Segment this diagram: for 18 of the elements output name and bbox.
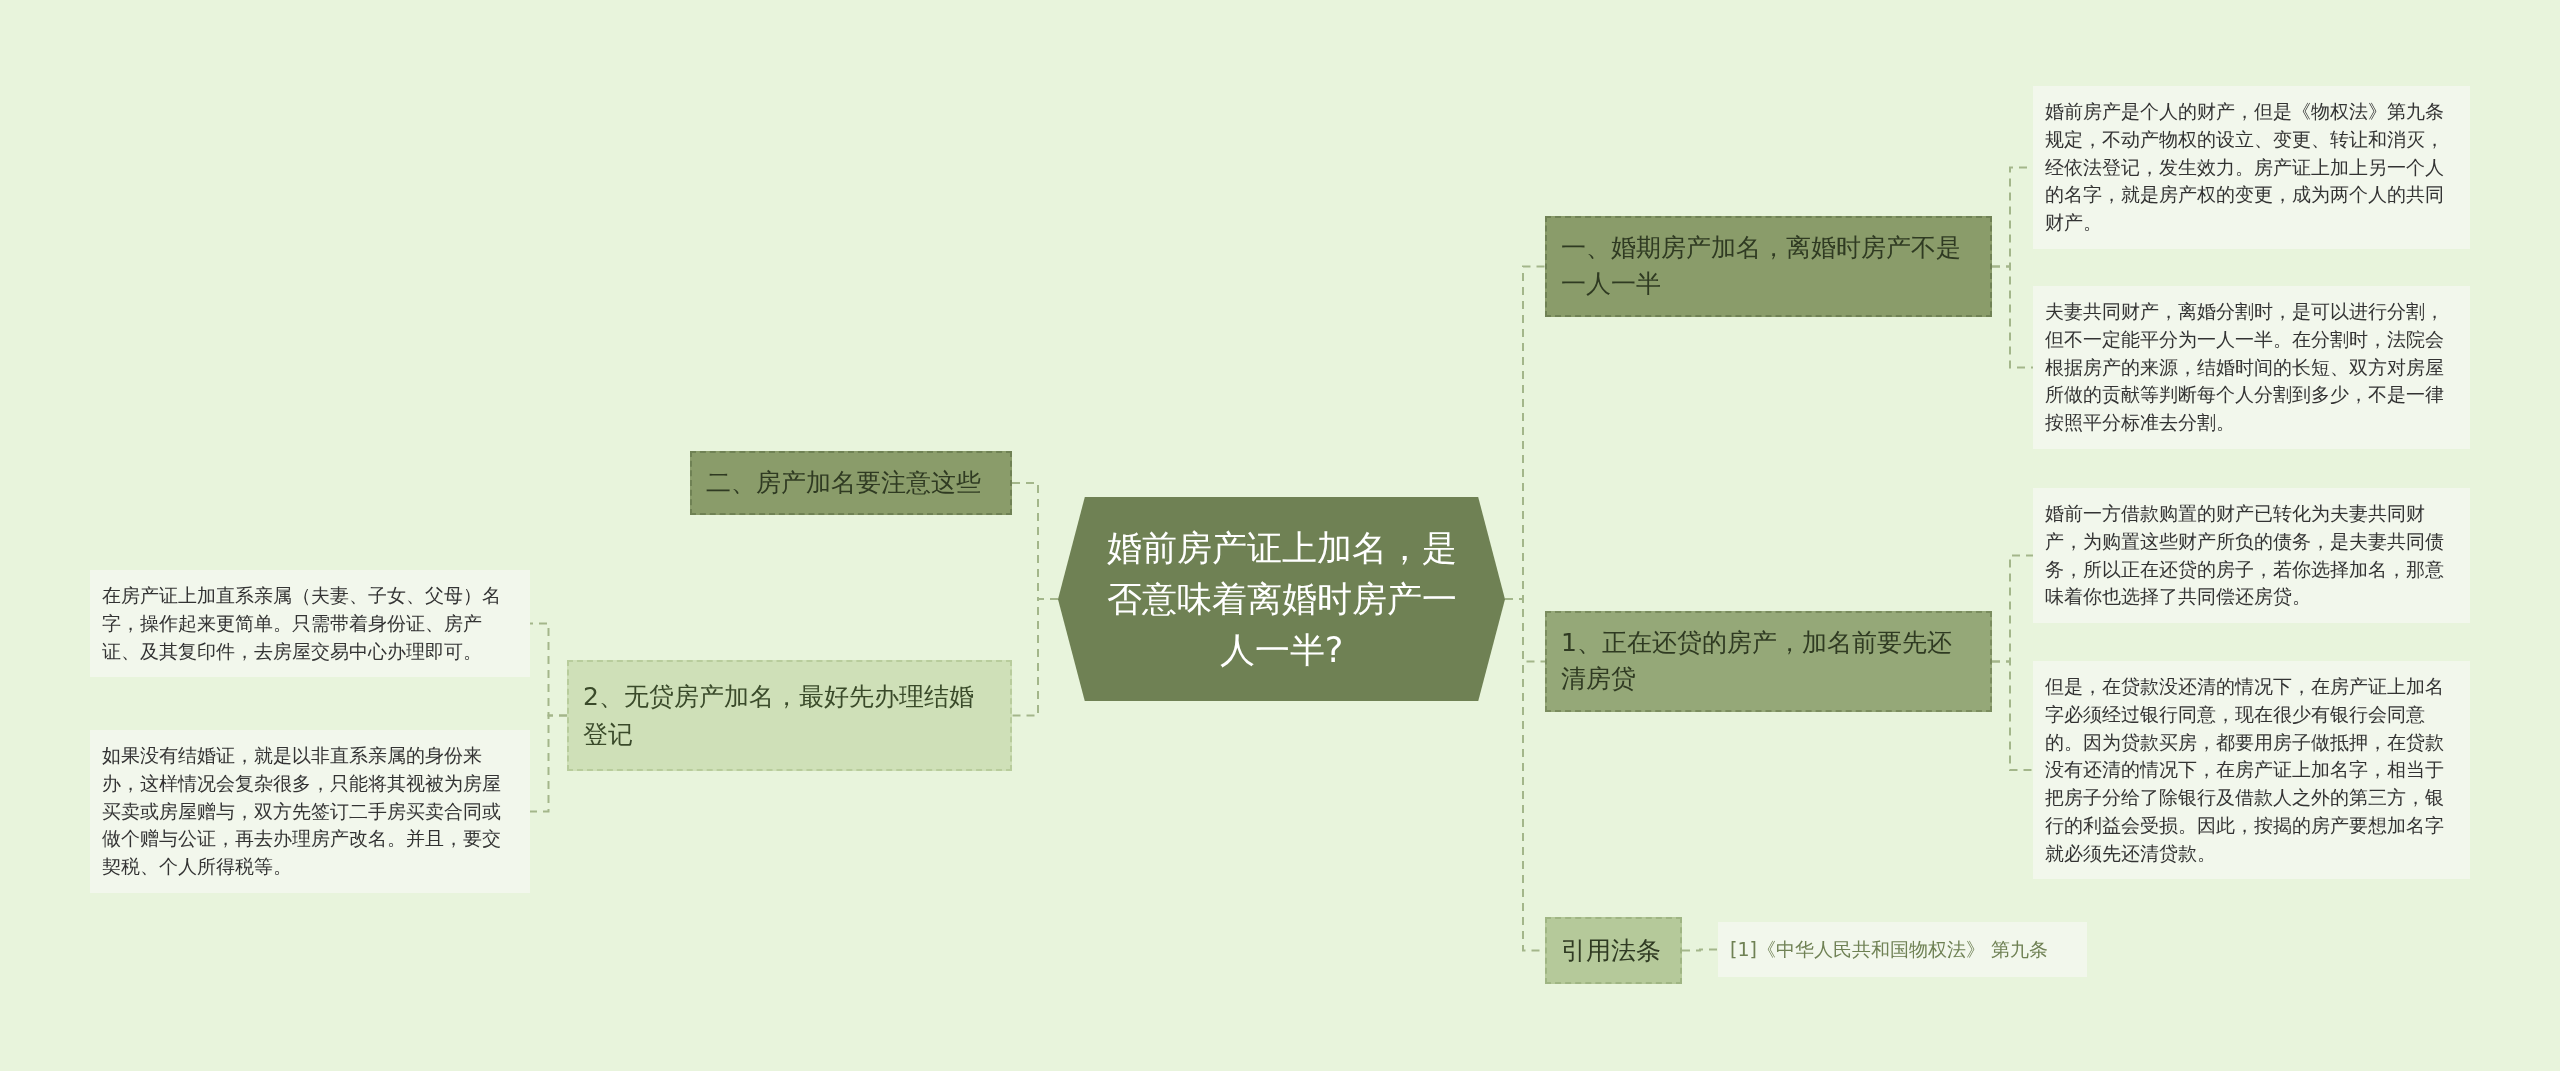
note-box: 但是，在贷款没还清的情况下，在房产证上加名字必须经过银行同意，现在很少有银行会同意的。因为贷款买房，都要用房子做抵押，在贷款没有还清的情况下，在房产证上加名字，相当于把房子分给了除银行及借款人之外的第三方，银行的利益会受损。因此，按揭的房产要想加名字就必须先还清贷款。 [2033,661,2470,880]
note-box: 在房产证上加直系亲属（夫妻、子女、父母）名字，操作起来更简单。只需带着身份证、房产证、及其复印件，去房屋交易中心办理即可。 [90,570,530,678]
connector-line [529,714,568,813]
note-box: 婚前房产是个人的财产，但是《物权法》第九条规定，不动产物权的设立、变更、转让和消灭，经依法登记，发生效力。房产证上加上另一个人的名字，就是房产权的变更，成为两个人的共同财产。 [2033,86,2470,249]
branch-box: 2、无贷房产加名，最好先办理结婚登记 [567,660,1012,771]
connector-line [1681,948,1719,952]
connector-line [1991,660,2034,771]
branch-box: 一、婚期房产加名，离婚时房产不是一人一半 [1545,216,1992,317]
branch-box: 1、正在还贷的房产，加名前要先还清房贷 [1545,611,1992,712]
note-box: 如果没有结婚证，就是以非直系亲属的身份来办，这样情况会复杂很多，只能将其视被为房屋买卖或房屋赠与，双方先签订二手房买卖合同或做个赠与公证，再去办理房产改名。并且，要交契税、个人所得税等。 [90,730,530,893]
reference-box: [1]《中华人民共和国物权法》 第九条 [1718,922,2087,977]
note-box: 婚前一方借款购置的财产已转化为夫妻共同财产，为购置这些财产所负的债务，是夫妻共同债务，所以正在还贷的房子，若你选择加名，那意味着你也选择了共同偿还房贷。 [2033,488,2470,623]
branch-box: 二、房产加名要注意这些 [690,451,1012,516]
connector-line [1011,598,1059,717]
central-topic-hexagon: 婚前房产证上加名，是否意味着离婚时房产一人一半? [1058,497,1505,702]
branch-box: 引用法条 [1545,917,1682,984]
connector-line [1991,265,2034,369]
note-box: 夫妻共同财产，离婚分割时，是可以进行分割，但不一定能平分为一人一半。在分割时，法院会根据房产的来源，结婚时间的长短、双方对房屋所做的贡献等判断每个人分割到多少，不是一律按照平分标准去分割。 [2033,286,2470,449]
